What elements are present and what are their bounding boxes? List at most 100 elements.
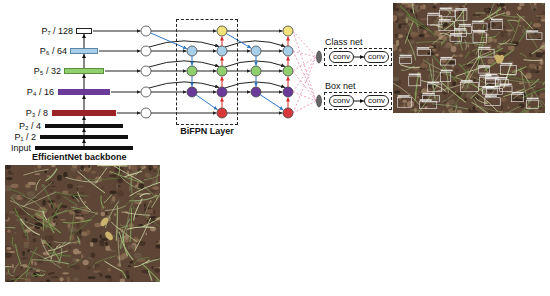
arrow-connector [84, 116, 85, 124]
feature-arrow [197, 51, 217, 52]
node-label: BiFPN Layer [180, 127, 234, 136]
arrow-connector [84, 128, 85, 135]
feature-node [251, 46, 261, 56]
feature-arrow [192, 56, 193, 66]
feature-node [283, 87, 293, 97]
feature-feed [293, 51, 316, 101]
node-label: P₁ / 2 [14, 133, 36, 142]
skip-arrow [149, 41, 219, 47]
feature-arrow [151, 31, 217, 32]
feature-node [283, 26, 293, 36]
feature-node [283, 46, 293, 56]
feature-level-bar: P₁ / 2 [40, 135, 128, 139]
feature-level-bar: P₆ / 64 [70, 48, 98, 54]
feature-arrow [222, 77, 223, 88]
ground-photo [393, 3, 545, 113]
head-network-box: Class netconvconv [324, 48, 392, 66]
feature-node [217, 87, 227, 97]
feature-arrow [288, 98, 289, 109]
feature-node [141, 26, 151, 36]
feature-arrow [227, 51, 251, 52]
feature-arrow [192, 76, 193, 87]
feature-node [251, 87, 261, 97]
feature-feed [293, 57, 316, 92]
arrow-connector [84, 54, 85, 68]
node-label: Class net [325, 38, 363, 47]
feature-arrow [261, 51, 283, 52]
feature-node [141, 87, 151, 97]
feature-node [217, 26, 227, 36]
arrow-connector [84, 34, 85, 48]
feature-level-bar: P₅ / 32 [64, 68, 104, 74]
conv-block: conv [364, 95, 389, 107]
conv-block: conv [329, 51, 354, 63]
conv-block: conv [364, 51, 389, 63]
feature-level-bar: P₂ / 4 [45, 124, 123, 128]
feature-node [283, 66, 293, 76]
feature-arrow [197, 92, 217, 93]
node-label: Box net [325, 82, 356, 91]
feature-arrow [93, 31, 141, 32]
feature-arrow [288, 77, 289, 88]
block-label: conv [368, 53, 385, 61]
feature-node [251, 66, 261, 76]
feature-arrow [222, 98, 223, 109]
feature-feed [293, 101, 316, 113]
node-label: P₆ / 64 [40, 47, 67, 56]
skip-arrow [149, 82, 219, 88]
feature-level-bar: Input [35, 146, 133, 150]
feature-node [283, 108, 293, 118]
feature-arrow [197, 71, 217, 72]
feature-level-bar: P₇ / 128 [76, 28, 92, 34]
feature-arrow [288, 37, 289, 47]
feature-arrow [222, 37, 223, 47]
feature-arrow [99, 51, 141, 52]
feature-feed [293, 31, 316, 101]
feature-node [187, 66, 197, 76]
feature-node [217, 46, 227, 56]
arrow-connector [84, 139, 85, 146]
arrow-connector [84, 95, 85, 110]
feature-node [217, 108, 227, 118]
feature-node [217, 66, 227, 76]
feature-node [187, 87, 197, 97]
backbone-label: EfficientNet backbone [32, 153, 127, 162]
block-label: conv [333, 53, 350, 61]
ground-photo [5, 165, 160, 282]
feature-arrow [227, 92, 251, 93]
feature-arrow [256, 56, 257, 66]
node-label: P₂ / 4 [19, 122, 41, 131]
feature-arrow [151, 92, 187, 93]
feature-arrow [105, 71, 141, 72]
block-label: conv [333, 97, 350, 105]
arrow-connector [84, 74, 85, 89]
feature-arrow [151, 113, 217, 114]
feature-arrow [151, 51, 187, 52]
feature-arrow [226, 34, 251, 49]
feature-stack [317, 51, 322, 63]
feature-feed [293, 31, 316, 57]
arrow-connector [354, 101, 364, 102]
conv-block: conv [329, 95, 354, 107]
block-label: conv [368, 97, 385, 105]
bifpn-graph [93, 26, 322, 118]
feature-arrow [260, 95, 283, 110]
feature-stack [317, 95, 322, 107]
feature-arrow [261, 92, 283, 93]
node-label: P₃ / 8 [26, 109, 48, 118]
feature-feed [293, 51, 316, 57]
feature-node [187, 46, 197, 56]
feature-arrow [151, 33, 187, 49]
feature-arrow [227, 113, 283, 114]
bifpn-layer-box: BiFPN Layer [176, 19, 238, 125]
node-label: P₄ / 16 [27, 88, 54, 97]
node-label: P₇ / 128 [41, 27, 73, 36]
feature-arrow [227, 31, 283, 32]
arrow-connector [354, 57, 364, 58]
feature-node [141, 108, 151, 118]
feature-node [141, 66, 151, 76]
feature-feed [293, 71, 316, 101]
feature-level-bar: P₃ / 8 [52, 110, 116, 116]
feature-arrow [256, 76, 257, 87]
